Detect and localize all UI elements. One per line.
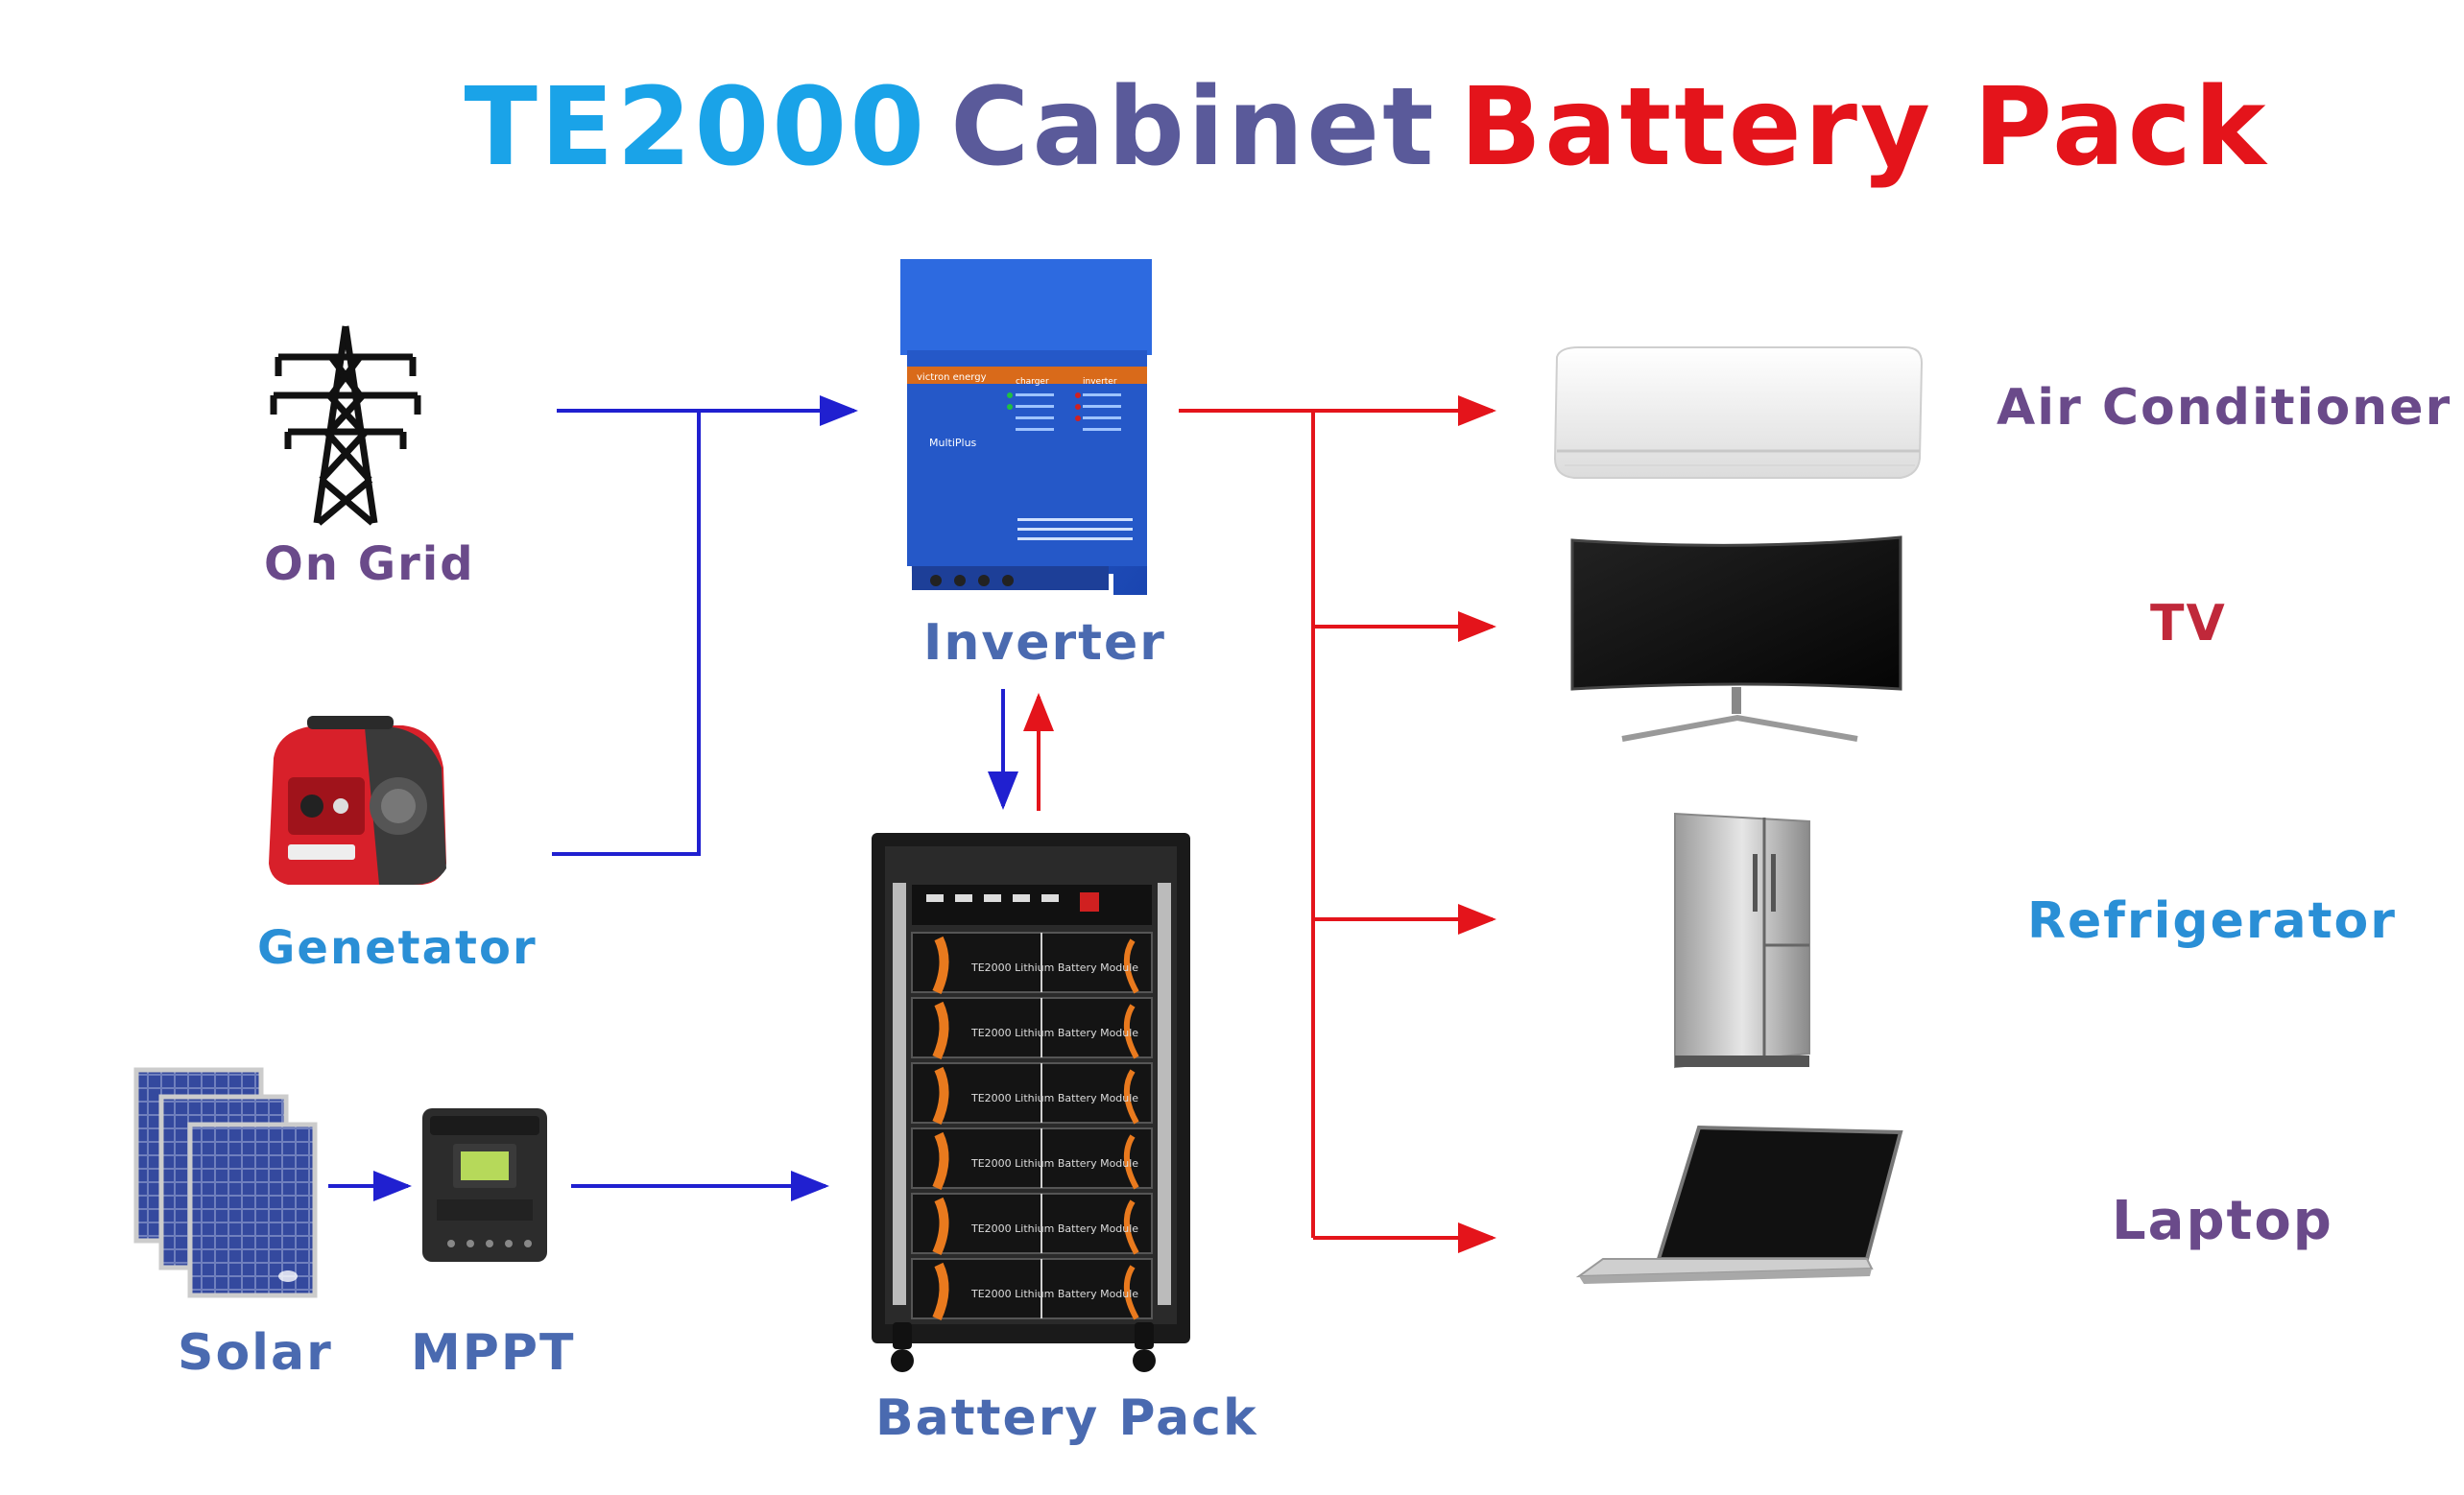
- battery-module: TE2000 Lithium Battery Module: [912, 933, 1152, 992]
- label-air-conditioner: Air Conditioner: [1997, 379, 2452, 437]
- battery-module-label: TE2000 Lithium Battery Module: [970, 1027, 1138, 1039]
- laptop-icon: [1579, 1127, 1901, 1284]
- label-mppt: MPPT: [411, 1324, 575, 1382]
- battery-module: TE2000 Lithium Battery Module: [912, 1194, 1152, 1253]
- label-on-grid: On Grid: [264, 537, 475, 591]
- tv-icon: [1572, 537, 1901, 739]
- label-laptop: Laptop: [2112, 1190, 2333, 1252]
- label-battery-pack: Battery Pack: [875, 1389, 1258, 1447]
- battery-module-label: TE2000 Lithium Battery Module: [970, 1222, 1138, 1235]
- battery-module-label: TE2000 Lithium Battery Module: [970, 1157, 1138, 1170]
- label-generator: Genetator: [257, 921, 538, 975]
- label-inverter: Inverter: [923, 614, 1166, 672]
- solar-panels-icon: [136, 1070, 315, 1295]
- transmission-tower-icon: [274, 326, 418, 523]
- inverter-inverter-label: inverter: [1083, 377, 1117, 387]
- generator-icon: [269, 716, 446, 885]
- air-conditioner-icon: [1555, 347, 1922, 478]
- inverter-battery-arrows: [1003, 689, 1039, 811]
- battery-module: TE2000 Lithium Battery Module: [912, 1259, 1152, 1318]
- grid-generator-connector: [552, 411, 854, 856]
- battery-module: TE2000 Lithium Battery Module: [912, 1063, 1152, 1123]
- mppt-controller-icon: [422, 1108, 547, 1262]
- inverter-icon: victron energy MultiPlus charger inverte…: [900, 259, 1152, 595]
- label-tv: TV: [2150, 595, 2227, 653]
- refrigerator-icon: [1675, 814, 1809, 1067]
- inverter-model: MultiPlus: [929, 437, 977, 449]
- battery-module-label: TE2000 Lithium Battery Module: [970, 961, 1138, 974]
- inverter-charger-label: charger: [1016, 377, 1049, 387]
- battery-module-label: TE2000 Lithium Battery Module: [970, 1288, 1138, 1300]
- output-connectors: [1179, 411, 1493, 1238]
- label-refrigerator: Refrigerator: [2027, 892, 2397, 950]
- battery-module: TE2000 Lithium Battery Module: [912, 998, 1152, 1057]
- label-solar: Solar: [178, 1324, 333, 1382]
- battery-module: TE2000 Lithium Battery Module: [912, 1128, 1152, 1188]
- battery-module-label: TE2000 Lithium Battery Module: [970, 1092, 1138, 1104]
- inverter-brand: victron energy: [917, 372, 987, 383]
